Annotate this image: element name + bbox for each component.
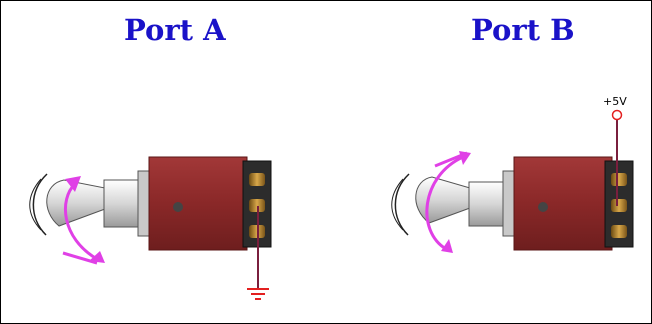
- port-a-title: Port A: [124, 13, 226, 47]
- port-a-motion-arc-inner: [29, 178, 42, 231]
- port-a-body-mark: [173, 202, 183, 212]
- port-b-toggle-arrow: [425, 151, 471, 253]
- port-b-pin-middle: [611, 199, 627, 212]
- ground-symbol-icon: [247, 288, 269, 300]
- port-b-title: Port B: [471, 13, 575, 47]
- port-b-body-mark: [538, 202, 548, 212]
- port-a-pin-middle: [249, 199, 265, 212]
- port-a-lever: [46, 170, 151, 237]
- supply-voltage-label: +5V: [603, 95, 627, 108]
- port-a-switch: [29, 156, 272, 300]
- port-a-motion-arc: [32, 173, 48, 236]
- supply-node-icon: [611, 109, 623, 121]
- port-b-pin-bottom: [611, 225, 627, 238]
- port-a-pin-top: [249, 173, 265, 186]
- port-b-pin-top: [611, 173, 627, 186]
- port-b-lever: [415, 170, 516, 237]
- port-a-switch-body: [148, 156, 248, 251]
- port-b-motion-arc-inner: [391, 178, 404, 231]
- port-b-motion-arc: [394, 173, 410, 236]
- port-b-switch: +5V: [391, 95, 634, 253]
- port-b-switch-body: [513, 156, 613, 251]
- port-a-toggle-arrow: [62, 176, 105, 265]
